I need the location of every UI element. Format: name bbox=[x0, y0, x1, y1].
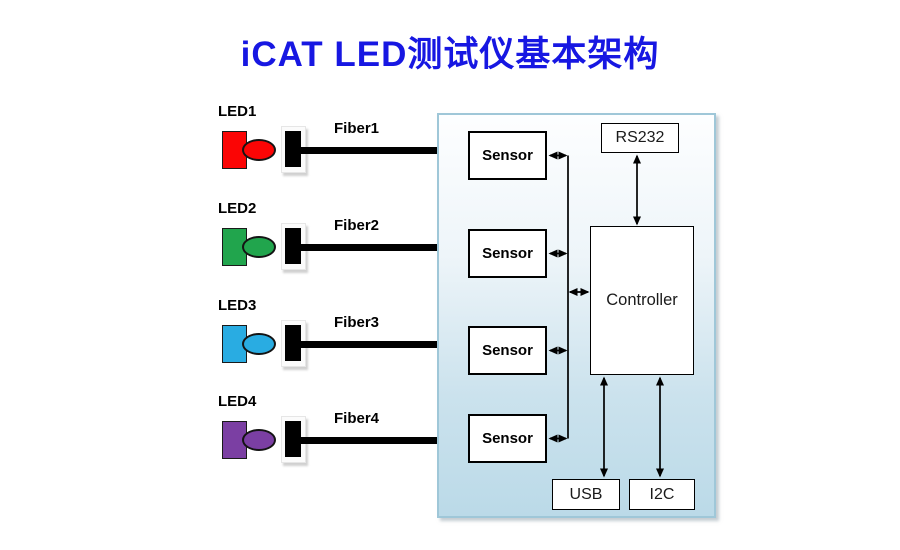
fiber-label: Fiber1 bbox=[334, 120, 380, 137]
fiber-label: Fiber4 bbox=[334, 410, 380, 427]
fiber-label: Fiber3 bbox=[334, 314, 380, 331]
fiber-label: Fiber2 bbox=[334, 217, 380, 234]
port-i2c-box: I2C bbox=[629, 479, 695, 510]
port-usb-box: USB bbox=[552, 479, 620, 510]
connector-core-icon bbox=[285, 421, 301, 457]
fiber-line bbox=[301, 244, 437, 251]
led-lens-icon bbox=[242, 139, 276, 161]
fiber-line bbox=[301, 147, 437, 154]
connector-core-icon bbox=[285, 131, 301, 167]
sensor-box-3: Sensor bbox=[468, 326, 547, 375]
led-label: LED2 bbox=[218, 200, 257, 217]
connector-core-icon bbox=[285, 228, 301, 264]
fiber-line bbox=[301, 437, 437, 444]
connector-core-icon bbox=[285, 325, 301, 361]
led-row: LED4 Fiber4 bbox=[0, 390, 440, 490]
led-row: LED1 Fiber1 bbox=[0, 100, 440, 200]
main-unit-panel: Sensor Sensor Sensor Sensor RS232 Contro… bbox=[437, 113, 716, 518]
sensor-box-2: Sensor bbox=[468, 229, 547, 278]
sensor-box-4: Sensor bbox=[468, 414, 547, 463]
led-label: LED3 bbox=[218, 297, 257, 314]
fiber-connector-icon bbox=[281, 126, 306, 173]
fiber-line bbox=[301, 341, 437, 348]
page-title: iCAT LED测试仪基本架构 bbox=[240, 35, 660, 74]
led-lens-icon bbox=[242, 236, 276, 258]
port-rs232-box: RS232 bbox=[601, 123, 679, 153]
led-row: LED2 Fiber2 bbox=[0, 197, 440, 297]
led-lens-icon bbox=[242, 429, 276, 451]
controller-box: Controller bbox=[590, 226, 694, 375]
led-label: LED1 bbox=[218, 103, 257, 120]
led-label: LED4 bbox=[218, 393, 257, 410]
sensor-box-1: Sensor bbox=[468, 131, 547, 180]
led-lens-icon bbox=[242, 333, 276, 355]
led-row: LED3 Fiber3 bbox=[0, 294, 440, 394]
